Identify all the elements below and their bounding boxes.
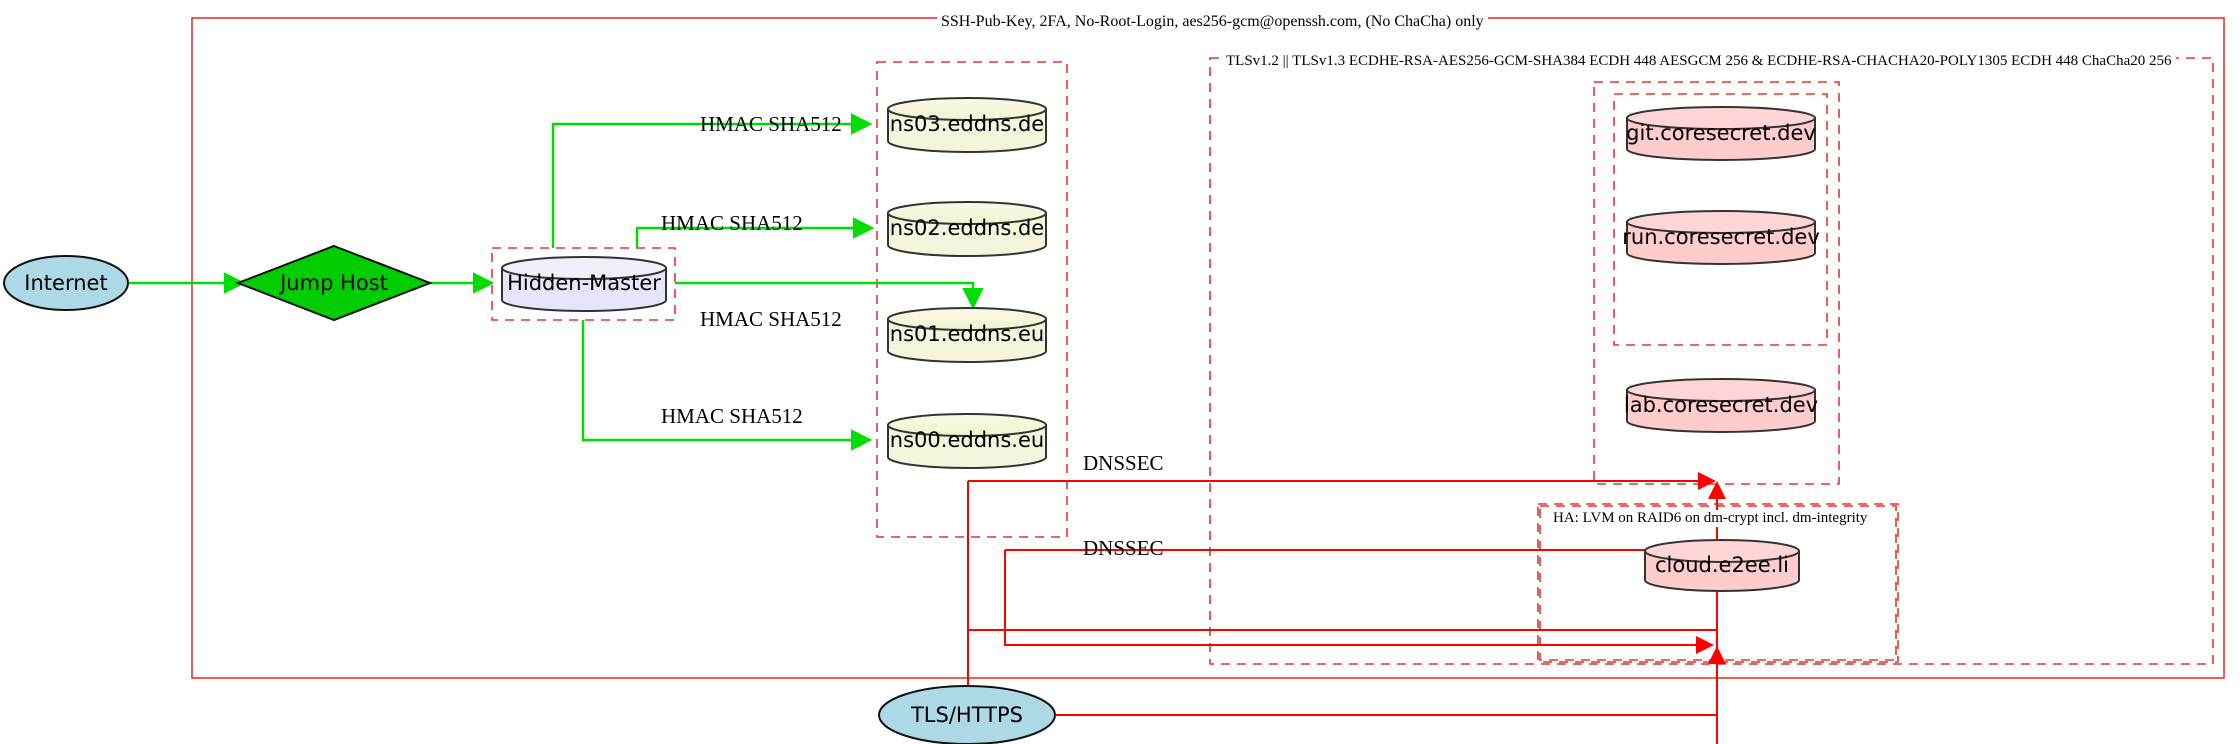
node-git-shape [1626,106,1816,161]
node-ns00-shape [887,413,1047,469]
ssh-boundary-rect [191,17,2225,679]
edge-master-ns01 [675,281,984,310]
tls-boundary-label: TLSv1.2 || TLSv1.3 ECDHE-RSA-AES256-GCM-… [1222,53,2176,70]
node-lab-shape [1626,378,1816,433]
web-cluster-inner-box [1613,93,1828,346]
node-run-shape [1626,210,1816,265]
edge-label-hmac-ns00: HMAC SHA512 [661,404,803,428]
dns-cluster-box [876,61,1068,538]
node-jumphost-shape [235,244,433,322]
node-ns02-shape [887,201,1047,257]
edge-label-dnssec-upper: DNSSEC [1083,451,1164,475]
edge-label-hmac-ns03: HMAC SHA512 [700,112,842,136]
edge-label-dnssec-lower: DNSSEC [1083,536,1164,560]
node-ns03-shape [887,97,1047,153]
node-hidden-master-shape [501,256,667,312]
ha-boundary-label: HA: LVM on RAID6 on dm-crypt incl. dm-in… [1549,510,1872,527]
node-internet-shape [3,255,129,311]
edge-label-hmac-ns02: HMAC SHA512 [661,211,803,235]
ssh-boundary-label: SSH-Pub-Key, 2FA, No-Root-Login, aes256-… [937,13,1488,31]
edge-master-ns03 [551,113,873,248]
node-cloud-shape [1644,539,1800,592]
edge-dnssec-lower-riser [1004,550,1600,646]
edge-master-ns02 [635,217,875,248]
edge-label-hmac-ns01: HMAC SHA512 [700,307,842,331]
node-tlshttps-shape [878,685,1056,744]
node-ns01-shape [887,307,1047,363]
edge-master-ns00 [581,320,873,451]
